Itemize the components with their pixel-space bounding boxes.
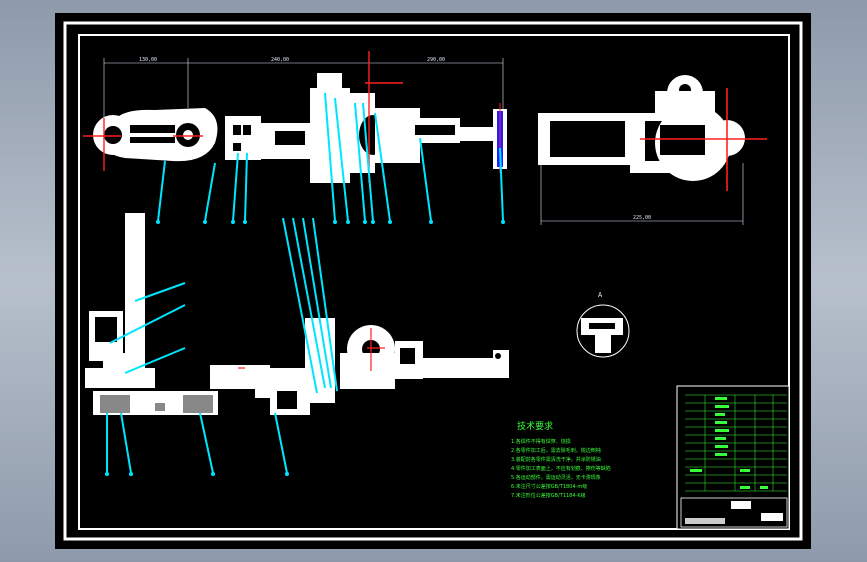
tech-req-line: 5.各运动部件，需运动灵活，无卡滞现象: [511, 475, 601, 481]
tech-req-title: 技术要求: [517, 422, 554, 432]
inner-border: [78, 34, 790, 530]
technical-requirements: 技术要求 1.各焊件不得有焊穿、烧损 2.各零件加工后，需去除毛刺，锐边倒钝 3…: [511, 419, 671, 501]
tech-req-line: 3.装配前各零件需清洗干净，并涂防锈油: [511, 457, 601, 463]
top-view-centerlines: [83, 51, 403, 183]
tech-req-line: 6.未注尺寸公差按GB/T1804-m级: [511, 484, 588, 490]
tech-req-line: 4.零件加工表面上，不应有划痕、擦伤等缺陷: [511, 466, 611, 472]
dim-top-left: 130,00: [139, 57, 157, 63]
outer-border: [63, 21, 803, 541]
leader-dots: [105, 220, 505, 476]
section-label: A: [598, 291, 603, 299]
drawing-canvas: 130,00 240,00 290,00: [63, 21, 803, 541]
leader-lines: [106, 92, 504, 474]
dim-top-middle: 240,00: [271, 57, 289, 63]
section-detail: [576, 304, 630, 358]
cad-viewport[interactable]: 130,00 240,00 290,00: [55, 13, 811, 549]
top-view-arm: [93, 73, 507, 183]
dim-top-right: 290,00: [427, 57, 445, 63]
tech-req-line: 7.未注形位公差按GB/T1184-K级: [511, 493, 586, 499]
side-view: [538, 75, 767, 191]
tech-req-line: 1.各焊件不得有焊穿、烧损: [511, 439, 571, 445]
dim-side-view: 225,00: [633, 215, 651, 221]
title-block: [676, 385, 790, 530]
side-dimension: [540, 163, 744, 225]
front-view-arm: [85, 213, 509, 415]
tech-req-line: 2.各零件加工后，需去除毛刺，锐边倒钝: [511, 448, 601, 454]
front-view-centerlines: [238, 328, 385, 371]
